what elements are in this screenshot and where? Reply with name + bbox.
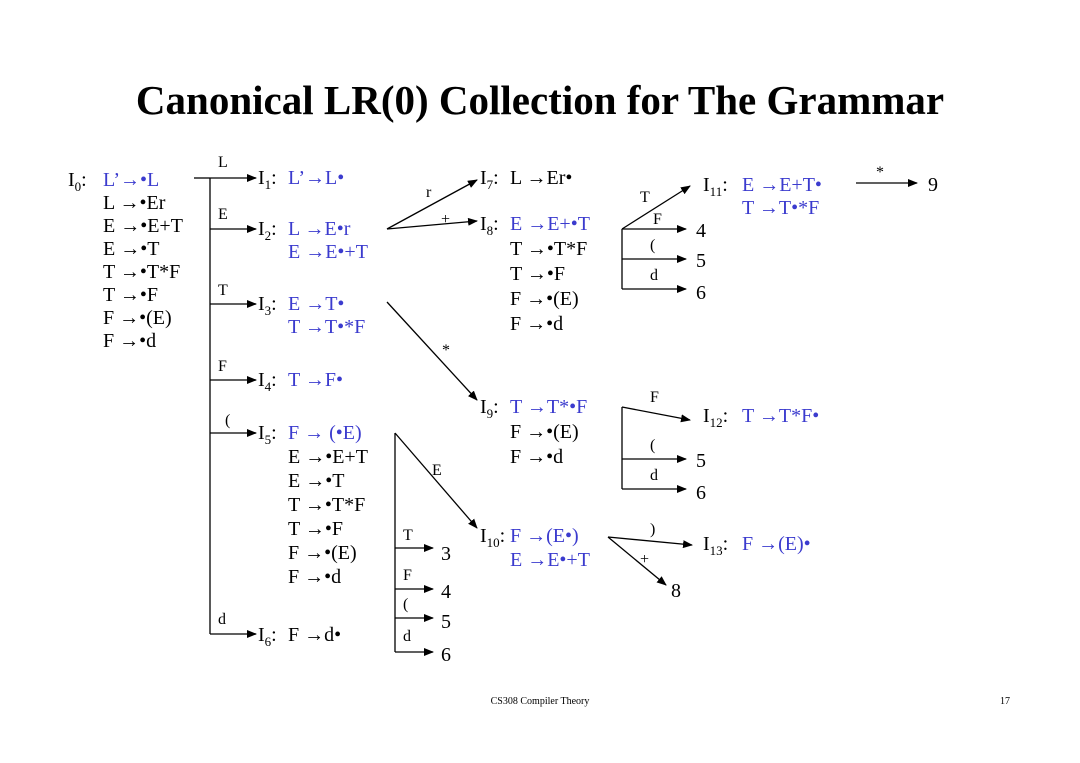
target-number: 4: [696, 220, 706, 242]
target-number: 6: [441, 644, 451, 666]
arrow-i8-i11: [621, 185, 691, 230]
state-i1-label: I1:: [258, 167, 277, 192]
i8-item: F →•(E): [510, 288, 579, 310]
page-number: 17: [1000, 696, 1010, 707]
target-number: 6: [696, 282, 706, 304]
i3-item: E →T•: [288, 293, 345, 315]
i0-item: L →•Er: [103, 192, 166, 214]
state-i8-label: I8:: [480, 213, 499, 238]
i8-item: E →E+•T: [510, 213, 590, 235]
edge-label: E: [218, 206, 228, 223]
state-i12-label: I12:: [703, 405, 729, 430]
i13-item: F →(E)•: [742, 533, 811, 555]
i5-item: T →•T*F: [288, 494, 366, 516]
edge-label: r: [426, 184, 432, 201]
edge-label: E: [432, 462, 442, 479]
edge-label: F: [218, 358, 227, 375]
slide-title: Canonical LR(0) Collection for The Gramm…: [135, 77, 945, 123]
i6-item: F →d•: [288, 624, 342, 646]
i0-item: F →•d: [103, 330, 157, 352]
target-number: 5: [696, 450, 706, 472]
i9-item: F →•d: [510, 446, 564, 468]
i10-item: F →(E•): [510, 525, 579, 547]
edge-label: F: [650, 389, 659, 406]
edge-label: d: [218, 611, 226, 628]
i2-item: L →E•r: [288, 218, 351, 240]
edge-label: T: [218, 282, 228, 299]
state-i11-label: I11:: [703, 174, 728, 199]
i9-item: F →•(E): [510, 421, 579, 443]
edge-label: L: [218, 154, 228, 171]
i0-item: F →•(E): [103, 307, 172, 329]
i0-item: E →•T: [103, 238, 160, 260]
edge-label: *: [876, 164, 884, 181]
state-i3-label: I3:: [258, 293, 277, 318]
state-i5-label: I5:: [258, 422, 277, 447]
edge-label: *: [442, 342, 450, 359]
edge-label: (: [650, 437, 656, 454]
arrow-i2-i8: [386, 217, 478, 230]
arrow-i2-i7: [386, 179, 478, 230]
state-i6-label: I6:: [258, 624, 277, 649]
arrow-i10-8: [607, 536, 667, 586]
edge-label: +: [441, 211, 451, 228]
i5-item: T →•F: [288, 518, 343, 540]
i5-item: F →•d: [288, 566, 342, 588]
arrow-i10-i13: [607, 536, 693, 549]
arrow-i9-i12: [621, 406, 691, 423]
target-number: 4: [441, 581, 451, 603]
i5-item: F →•(E): [288, 542, 357, 564]
edge-label: +: [640, 551, 650, 568]
target-number: 3: [441, 543, 451, 565]
state-i4-label: I4:: [258, 369, 277, 394]
state-i13-label: I13:: [703, 533, 729, 558]
i9-item: T →T*•F: [510, 396, 588, 418]
state-i7-label: I7:: [480, 167, 499, 192]
i0-item: L’→•L: [103, 169, 160, 191]
i8-item: T →•F: [510, 263, 565, 285]
arrow-i3-i9: [386, 301, 478, 401]
i11-item: T →T•*F: [742, 197, 820, 219]
i5-item: E →•E+T: [288, 446, 368, 468]
edge-label: (: [650, 237, 656, 254]
edge-label: (: [403, 596, 409, 613]
state-i2-label: I2:: [258, 218, 277, 243]
i4-item: T →F•: [288, 369, 343, 391]
state-i0-label: I0:: [68, 169, 87, 194]
state-i9-label: I9:: [480, 396, 499, 421]
edge-label: ): [650, 521, 656, 538]
i7-item: L →Er•: [510, 167, 573, 189]
arrow-i5-i10: [394, 432, 478, 529]
edge-label: d: [650, 267, 658, 284]
edge-label: F: [403, 567, 412, 584]
edge-label: T: [640, 189, 650, 206]
i2-item: E →E•+T: [288, 241, 368, 263]
i5-item: E →•T: [288, 470, 345, 492]
target-number: 8: [671, 580, 681, 602]
edge-label: (: [225, 412, 231, 429]
i12-item: T →T*F•: [742, 405, 820, 427]
edge-label: F: [653, 211, 662, 228]
target-number: 9: [928, 174, 938, 196]
target-number: 5: [441, 611, 451, 633]
edge-label: d: [650, 467, 658, 484]
i8-item: F →•d: [510, 313, 564, 335]
i0-item: T →•F: [103, 284, 158, 306]
target-number: 5: [696, 250, 706, 272]
i0-item: E →•E+T: [103, 215, 183, 237]
edge-label: d: [403, 628, 411, 645]
i8-item: T →•T*F: [510, 238, 588, 260]
slide-footer: CS308 Compiler Theory: [490, 696, 590, 707]
i11-item: E →E+T•: [742, 174, 822, 196]
edge-label: T: [403, 527, 413, 544]
i0-item: T →•T*F: [103, 261, 181, 283]
i3-item: T →T•*F: [288, 316, 366, 338]
i5-item: F → (•E): [288, 422, 362, 444]
i10-item: E →E•+T: [510, 549, 590, 571]
target-number: 6: [696, 482, 706, 504]
i1-item: L’→L•: [288, 167, 345, 189]
state-i10-label: I10:: [480, 525, 506, 550]
